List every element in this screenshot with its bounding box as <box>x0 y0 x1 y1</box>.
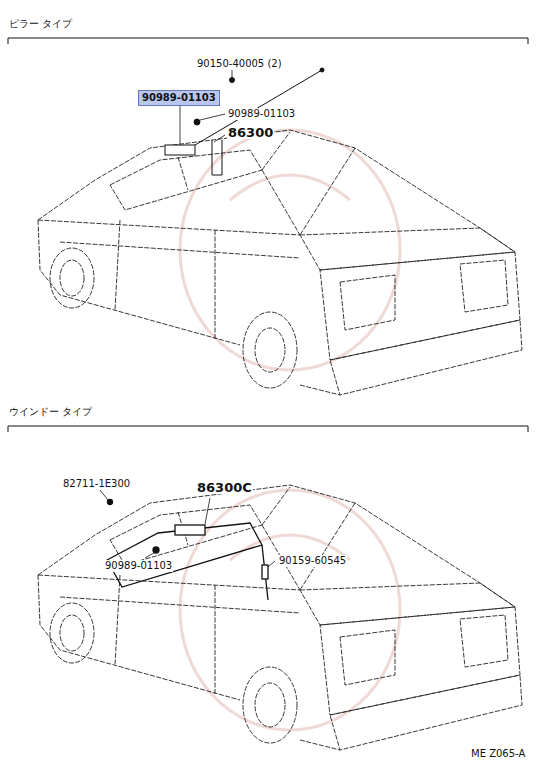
section-heading: ウインドー タイプ <box>8 406 93 418</box>
section-heading: ピラー タイプ <box>8 18 73 30</box>
part-number: 90989-01103 <box>142 92 216 104</box>
part-number: 86300C <box>196 482 253 494</box>
part-number: ME Z065-A <box>470 748 526 760</box>
part-number: 82711-1E300 <box>62 478 131 490</box>
highlighted-part-box: 90989-01103 <box>138 90 220 106</box>
part-number: 90989-01103 <box>104 560 173 572</box>
part-number: 90150-40005 (2) <box>196 58 283 70</box>
part-number: 90989-01103 <box>227 108 296 120</box>
part-number: 86300 <box>227 127 274 139</box>
part-number: 90159-60545 <box>278 555 347 567</box>
